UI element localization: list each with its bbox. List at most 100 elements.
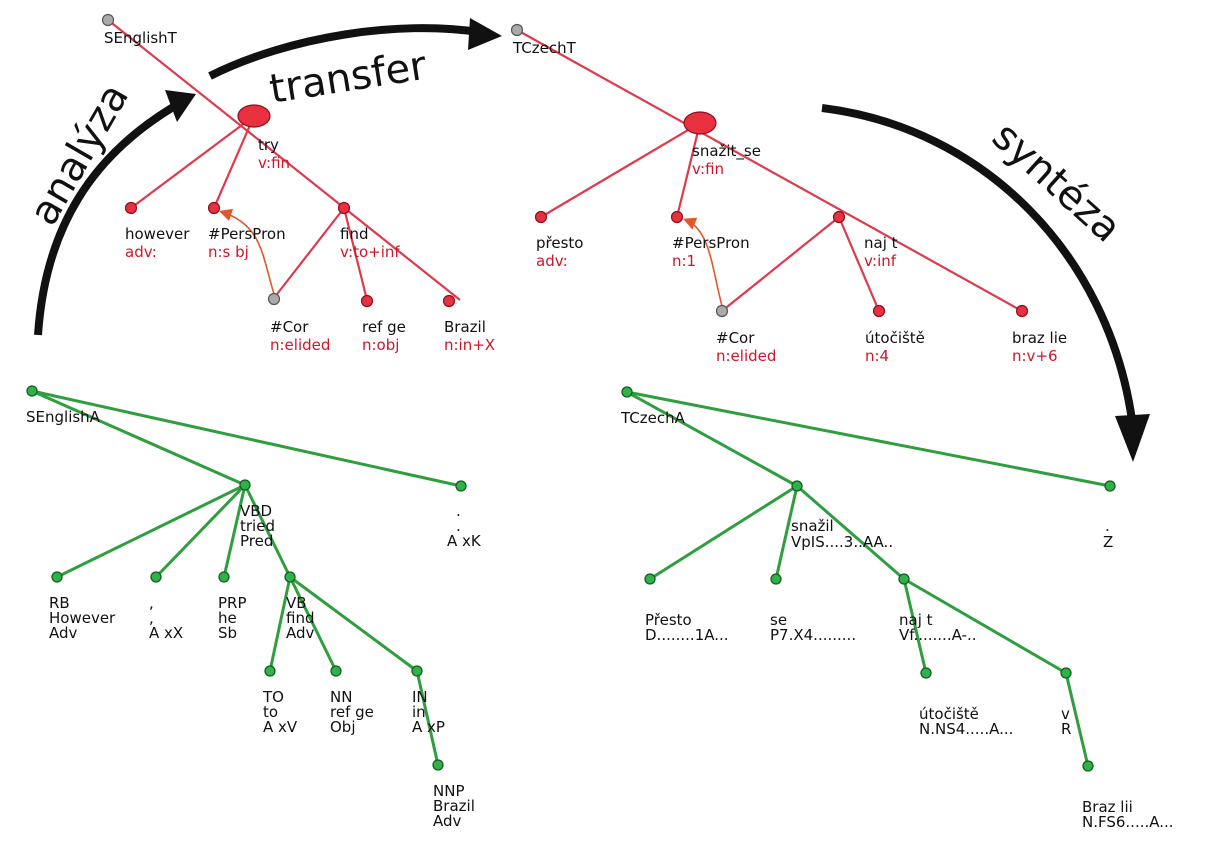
synthesis-arrow — [821, 104, 1150, 462]
a-tree-edges — [626, 390, 1111, 767]
period-label: . Z — [1103, 517, 1115, 551]
in-label: IN in A xP — [412, 688, 445, 736]
however-lemma: however — [125, 225, 190, 243]
however-functor: adv: — [125, 243, 157, 261]
v-label: v R — [1061, 705, 1075, 738]
t-tree-edges — [107, 19, 461, 301]
perspron-functor: n:1 — [672, 252, 696, 270]
node-utociste — [920, 667, 932, 679]
perspron-lemma: #PersPron — [672, 234, 750, 252]
node-v — [1060, 667, 1072, 679]
node-refuge — [360, 294, 374, 308]
snazit-se-functor: v:fin — [692, 160, 724, 178]
find-lemma: find — [340, 225, 368, 243]
utociste-lemma: útočiště — [865, 329, 925, 347]
try-lemma: try — [258, 136, 279, 154]
refuge-label: NN ref ge Obj — [330, 688, 379, 736]
node-however — [51, 571, 63, 583]
brazil-functor: n:in+X — [444, 336, 495, 354]
root-label: SEnglishA — [26, 408, 101, 426]
node-cor — [715, 304, 729, 318]
node-refuge — [330, 665, 342, 677]
node-comma — [150, 571, 162, 583]
t-tree-edges — [516, 29, 1023, 312]
however-label: RB However Adv — [49, 594, 120, 642]
tried-label: VBD tried Pred — [240, 502, 280, 550]
node-brazil — [442, 294, 456, 308]
node-se — [770, 573, 782, 585]
cor-functor: n:elided — [716, 347, 776, 365]
czech-a-tree: TCzechA snažil VpIS....3..AA.. . Z Přest… — [620, 386, 1174, 831]
root-label: TCzechA — [620, 409, 686, 427]
node-brazilii — [1082, 760, 1094, 772]
analysis-label: analýza — [21, 76, 138, 233]
node-perspron — [207, 201, 221, 215]
comma-label: , , A xX — [149, 594, 183, 642]
node-period — [1104, 480, 1116, 492]
cor-functor: n:elided — [270, 336, 330, 354]
node-perspron — [670, 210, 684, 224]
node-presto — [534, 210, 548, 224]
node-presto — [644, 573, 656, 585]
node-try — [237, 104, 271, 128]
node-to — [264, 665, 276, 677]
presto-lemma: přesto — [536, 234, 583, 252]
transfer-label: transfer — [266, 43, 430, 113]
node-period — [455, 480, 467, 492]
find-functor: v:to+inf — [340, 243, 400, 261]
node-brazilie — [1015, 304, 1029, 318]
node-find — [284, 571, 296, 583]
perspron-functor: n:s bj — [208, 243, 249, 261]
node-in — [411, 665, 423, 677]
snazit-se-lemma: snažit_se — [692, 142, 761, 161]
node-he — [218, 571, 230, 583]
node-tried — [239, 479, 251, 491]
coreference-arrow — [683, 217, 723, 307]
try-functor: v:fin — [258, 154, 290, 172]
brazil-lemma: Brazil — [444, 318, 486, 336]
node-find — [337, 201, 351, 215]
to-label: TO to A xV — [262, 688, 298, 736]
node-however — [124, 201, 138, 215]
node-cor — [267, 292, 281, 306]
analysis-arrow — [34, 90, 196, 336]
refuge-functor: n:obj — [362, 336, 399, 354]
find-label: VB find Adv — [286, 594, 319, 642]
utociste-label: útočiště N.NS4.....A... — [919, 705, 1013, 738]
node-root — [26, 385, 38, 397]
brazilie-lemma: braz lie — [1012, 329, 1067, 347]
node-najit — [832, 210, 846, 224]
a-tree-edges — [31, 389, 462, 766]
refuge-lemma: ref ge — [362, 318, 406, 336]
node-root — [510, 23, 524, 37]
brazilii-label: Braz lii N.FS6.....A... — [1082, 798, 1174, 831]
english-t-tree: SEnglishT try v:fin however adv: #PersPr… — [101, 13, 495, 354]
perspron-lemma: #PersPron — [208, 225, 286, 243]
brazilie-functor: n:v+6 — [1012, 347, 1058, 365]
node-root — [101, 13, 115, 27]
czech-t-tree: TCzechT snažit_se v:fin přesto adv: #Per… — [510, 23, 1067, 365]
presto-label: Přesto D........1A... — [645, 611, 729, 644]
node-snazit-se — [683, 111, 717, 135]
utociste-functor: n:4 — [865, 347, 889, 365]
node-najit — [898, 573, 910, 585]
se-label: se P7.X4......... — [770, 611, 856, 644]
najit-lemma: naj t — [864, 234, 898, 252]
najit-functor: v:inf — [864, 252, 897, 270]
node-brazil — [432, 759, 444, 771]
period-label: . . A xK — [447, 502, 482, 550]
root-label: TCzechT — [512, 39, 577, 57]
brazil-label: NNP Brazil Adv — [433, 782, 480, 830]
root-label: SEnglishT — [104, 29, 178, 47]
node-utociste — [872, 304, 886, 318]
presto-functor: adv: — [536, 252, 568, 270]
node-snazil — [791, 480, 803, 492]
snazil-label: snažil VpIS....3..AA.. — [791, 517, 893, 551]
node-root — [621, 386, 633, 398]
cor-lemma: #Cor — [270, 318, 309, 336]
najit-label: naj t Vf........A-.. — [899, 611, 976, 644]
english-a-tree: SEnglishA VBD tried Pred . . A xK RB How… — [26, 385, 482, 830]
coreference-arrow — [218, 208, 275, 295]
cor-lemma: #Cor — [716, 329, 755, 347]
